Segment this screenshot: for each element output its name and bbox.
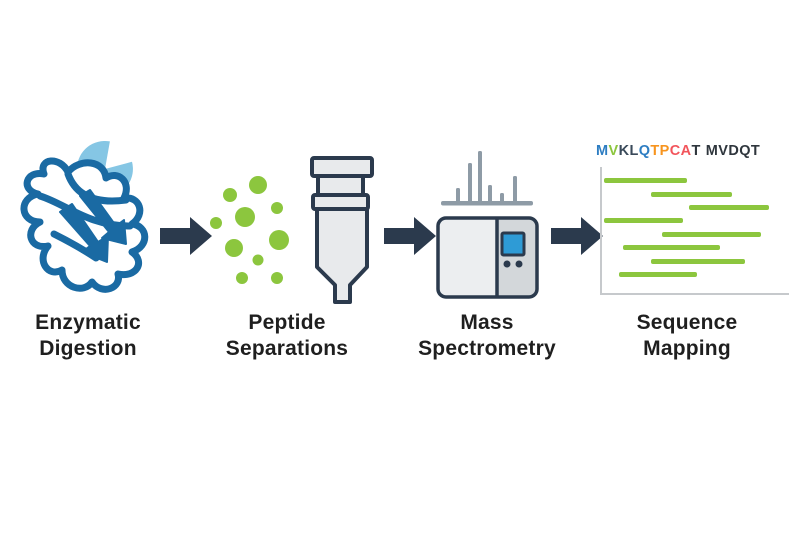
peptide-dot bbox=[271, 202, 283, 214]
spectrum-peak bbox=[488, 185, 492, 203]
peptide-dot bbox=[225, 239, 243, 257]
peptide-dot bbox=[271, 272, 283, 284]
label-line: Spectrometry bbox=[418, 337, 556, 360]
peptide-dots-icon bbox=[210, 176, 289, 284]
coverage-bar bbox=[662, 232, 761, 237]
sequence-letter: T bbox=[650, 143, 660, 159]
label-line: Mass bbox=[460, 311, 514, 334]
peptide-dot bbox=[210, 217, 222, 229]
mass-spectrometer-icon bbox=[436, 216, 539, 299]
arrow-right-icon bbox=[160, 217, 212, 255]
enzymatic-digestion-icon bbox=[20, 140, 149, 293]
spectrum-baseline bbox=[441, 201, 533, 206]
sequence-letter: L bbox=[629, 143, 639, 159]
sequence-letter: T bbox=[691, 143, 701, 159]
label-line: Sequence bbox=[636, 311, 738, 334]
coverage-bar bbox=[619, 272, 697, 277]
coverage-bar bbox=[651, 192, 732, 197]
peptide-dot bbox=[252, 254, 264, 266]
mass-spectrometry-icon bbox=[436, 151, 539, 299]
coverage-bar bbox=[604, 178, 687, 183]
step-label-mass-spectrometry: Mass Spectrometry bbox=[387, 310, 587, 362]
sequence-letter: V bbox=[608, 143, 619, 159]
peptide-dot bbox=[236, 272, 248, 284]
label-line: Peptide bbox=[248, 311, 326, 334]
step-label-peptide-separations: Peptide Separations bbox=[187, 310, 387, 362]
coverage-bar bbox=[651, 259, 745, 264]
coverage-bar bbox=[623, 245, 720, 250]
label-line: Digestion bbox=[39, 337, 137, 360]
peptide-dot bbox=[269, 230, 289, 250]
sequence-letter: M bbox=[705, 143, 719, 159]
coverage-chart bbox=[600, 167, 789, 295]
spectrum-peak bbox=[513, 176, 517, 203]
sequence-letter: A bbox=[680, 143, 692, 159]
protein-ribbon-icon bbox=[20, 157, 149, 293]
sequence-letter: P bbox=[659, 143, 670, 159]
sequence-letter: K bbox=[618, 143, 630, 159]
peptide-dot bbox=[249, 176, 267, 194]
sequence-letter: D bbox=[728, 143, 740, 159]
instrument-screen bbox=[500, 231, 526, 257]
peptide-dot bbox=[235, 207, 255, 227]
label-line: Mapping bbox=[643, 337, 731, 360]
coverage-bar bbox=[689, 205, 769, 210]
sequence-letter: Q bbox=[638, 143, 651, 159]
sequence-letter: T bbox=[750, 143, 761, 159]
sequence-letter: M bbox=[596, 143, 609, 159]
label-line: Separations bbox=[225, 337, 349, 360]
step-label-sequence-mapping: Sequence Mapping bbox=[587, 310, 787, 362]
spectrum-peak bbox=[500, 193, 504, 203]
arrow-right-icon bbox=[551, 217, 603, 255]
separation-column-icon bbox=[310, 156, 374, 304]
step-label-enzymatic-digestion: Enzymatic Digestion bbox=[0, 310, 188, 362]
label-line: Enzymatic bbox=[35, 311, 141, 334]
peptide-dot bbox=[223, 188, 237, 202]
spectrum-icon bbox=[456, 151, 517, 203]
sequence-letter: C bbox=[669, 143, 681, 159]
spectrum-peak bbox=[468, 163, 472, 203]
spectrum-peak bbox=[478, 151, 482, 203]
arrow-right-icon bbox=[384, 217, 436, 255]
sequence-letter: Q bbox=[739, 143, 751, 159]
sequence-letter: V bbox=[718, 143, 729, 159]
coverage-bar bbox=[604, 218, 683, 223]
spectrum-peak bbox=[456, 188, 460, 203]
